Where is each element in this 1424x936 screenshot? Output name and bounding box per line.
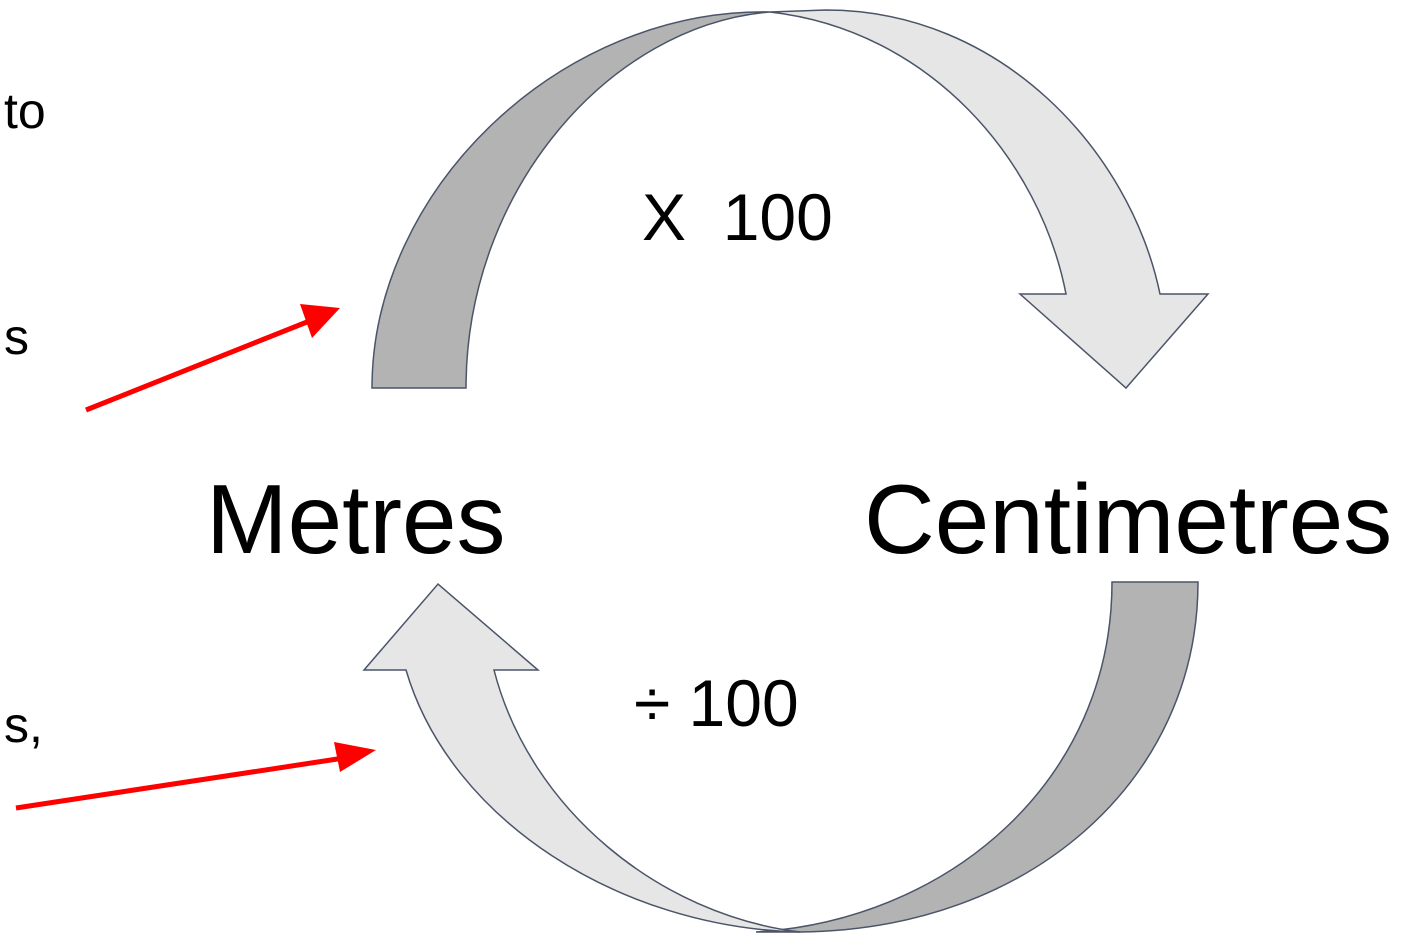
bottom-curved-arrow-icon	[362, 581, 1199, 933]
operation-multiply-label: X 100	[642, 180, 833, 254]
top-arrow-light-body	[769, 9, 1210, 390]
bottom-arrow-light-body	[362, 582, 801, 933]
top-curved-arrow-icon	[371, 9, 1210, 390]
red-pointer-arrow-icon	[15, 742, 376, 811]
side-text-fragment-s-comma: s,	[4, 697, 43, 753]
side-text-fragment-s: s	[4, 309, 29, 365]
unit-label-centimetres: Centimetres	[864, 464, 1393, 574]
bottom-arrow-dark-band	[755, 581, 1199, 933]
operation-divide-label: ÷ 100	[634, 666, 799, 740]
red-pointer-arrow-icon	[85, 304, 340, 413]
unit-label-metres: Metres	[206, 464, 506, 574]
side-text-fragment-to: to	[4, 83, 46, 139]
